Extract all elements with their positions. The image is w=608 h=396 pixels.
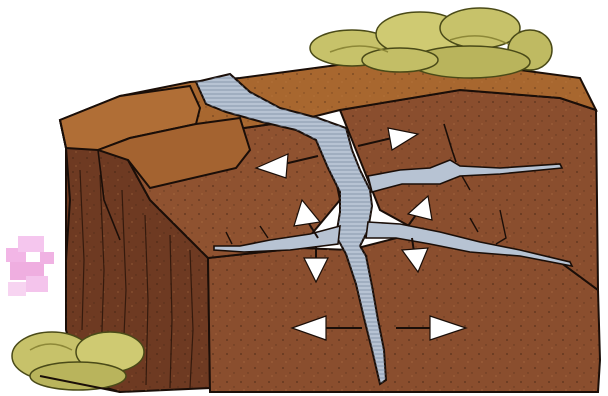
pink-patch [6, 236, 54, 296]
